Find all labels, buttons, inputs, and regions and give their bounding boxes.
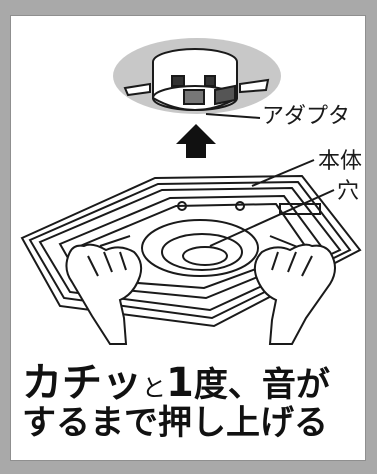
adapter-label: アダプタ (262, 104, 351, 129)
caption-line-2: するまで押し上げる (22, 403, 328, 443)
hole-label: 穴 (337, 179, 360, 204)
left-hand (65, 243, 143, 345)
hole-leader (209, 189, 335, 247)
adapter (123, 48, 270, 111)
right-hand (253, 243, 336, 345)
caption-sound-text: 度、音が (193, 365, 330, 405)
body-leader (251, 159, 315, 187)
adapter-leader (205, 113, 261, 119)
caption-particle: と (142, 374, 166, 402)
caption-click-sound: カチッ (22, 360, 142, 406)
body-label: 本体 (318, 149, 363, 174)
caption-line-1: カチッと1度、音が (22, 350, 330, 408)
caption-count: 1 (166, 360, 194, 406)
up-arrow (176, 124, 216, 158)
